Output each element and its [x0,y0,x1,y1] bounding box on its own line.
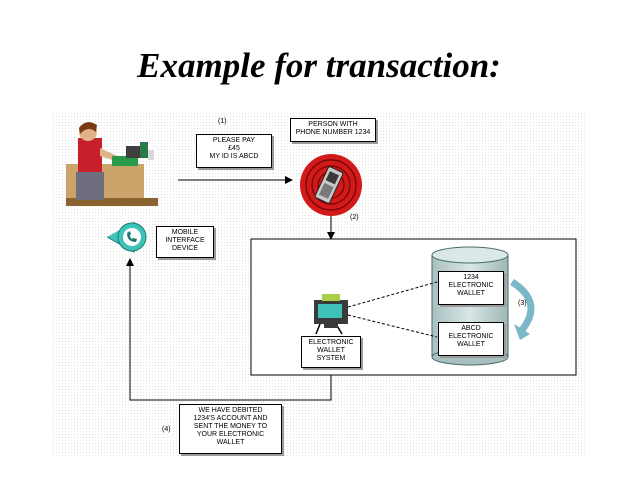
mobile-interface-icon [106,222,147,253]
ews-box: ELECTRONIC WALLET SYSTEM [301,336,361,368]
computer-icon [314,294,348,335]
arrow-4 [126,258,332,401]
wallet-1234-box: 1234 ELECTRONIC WALLET [438,271,504,305]
step-3-label: (3) [518,300,527,307]
payment-request-box: PLEASE PAY £45 MY ID IS ABCD [196,134,272,168]
mobile-interface-box: MOBILE INTERFACE DEVICE [156,226,214,258]
diagram-graphics [66,122,577,401]
step-2-label: (2) [350,214,359,221]
confirmation-box: WE HAVE DEBITED 1234'S ACCOUNT AND SENT … [179,404,282,454]
slide-title: Example for transaction: [137,46,501,85]
dashed-link-abcd [347,314,438,338]
system-boundary [250,238,577,376]
wallet-abcd-box: ABCD ELECTRONIC WALLET [438,322,504,356]
mobile-phone-icon [300,154,362,216]
step-4-label: (4) [162,426,171,433]
person-box: PERSON WITH PHONE NUMBER 1234 [290,118,376,142]
dashed-link-1234 [347,281,438,308]
cashier-figure [66,122,158,206]
step-1-label: (1) [218,118,227,125]
transaction-diagram: PLEASE PAY £45 MY ID IS ABCD PERSON WITH… [52,112,586,457]
curved-arrow [510,279,535,340]
